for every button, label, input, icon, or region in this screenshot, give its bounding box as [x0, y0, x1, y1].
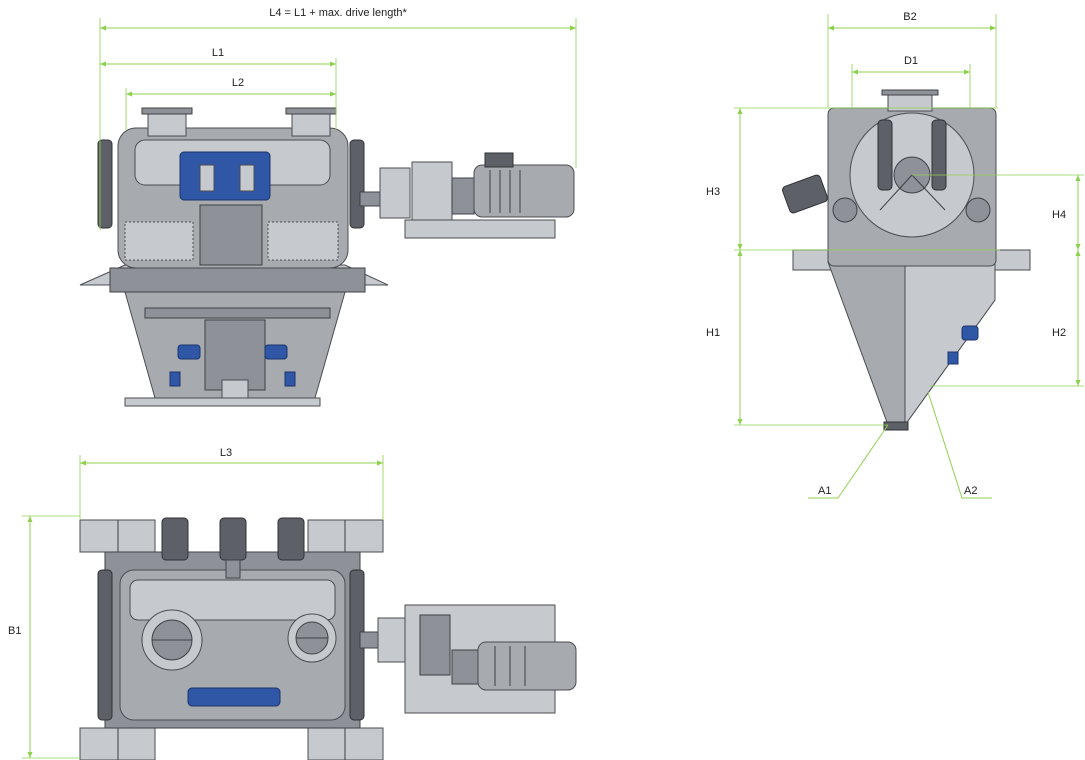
- label-h2: H2: [1052, 327, 1066, 339]
- label-l4: L4 = L1 + max. drive length*: [269, 7, 407, 19]
- front-inlet-nozzle-left: [147, 111, 187, 137]
- side-motor: [782, 174, 828, 214]
- label-h4: H4: [1052, 209, 1066, 221]
- side-outlet: [883, 421, 909, 431]
- front-base-plate: [124, 397, 321, 407]
- top-dimensions: L3 B1: [8, 447, 384, 759]
- label-d1: D1: [904, 55, 918, 67]
- label-l3: L3: [220, 447, 232, 459]
- top-motor-main: [477, 641, 577, 691]
- label-b1: B1: [8, 625, 21, 637]
- label-b2: B2: [903, 11, 916, 23]
- top-view: [79, 517, 577, 760]
- front-inspection-door: [179, 151, 271, 201]
- front-drive-base: [404, 219, 556, 239]
- side-dimensions: B2 D1 H3 H1 H4 H2 A1 A2: [706, 11, 1084, 499]
- top-drive-shaft: [359, 631, 381, 649]
- top-motor-1: [161, 517, 189, 561]
- front-inlet-nozzle-right: [291, 111, 331, 137]
- front-gearbox: [379, 167, 411, 219]
- front-drive-shaft: [359, 191, 383, 207]
- front-dimensions: L4 = L1 + max. drive length* L1 L2: [99, 7, 577, 230]
- front-view: [79, 107, 575, 407]
- leader-a2: [927, 391, 963, 499]
- label-l2: L2: [232, 77, 244, 89]
- label-a1: A1: [818, 485, 831, 497]
- label-h1: H1: [706, 327, 720, 339]
- leader-a1: [837, 424, 889, 499]
- side-foot-left: [792, 249, 834, 271]
- top-motor-3: [277, 517, 305, 561]
- top-motor-2: [219, 517, 247, 561]
- label-l1: L1: [212, 47, 224, 59]
- label-a2: A2: [964, 485, 977, 497]
- label-h3: H3: [706, 186, 720, 198]
- front-motor: [473, 164, 575, 218]
- side-view: [782, 89, 1031, 431]
